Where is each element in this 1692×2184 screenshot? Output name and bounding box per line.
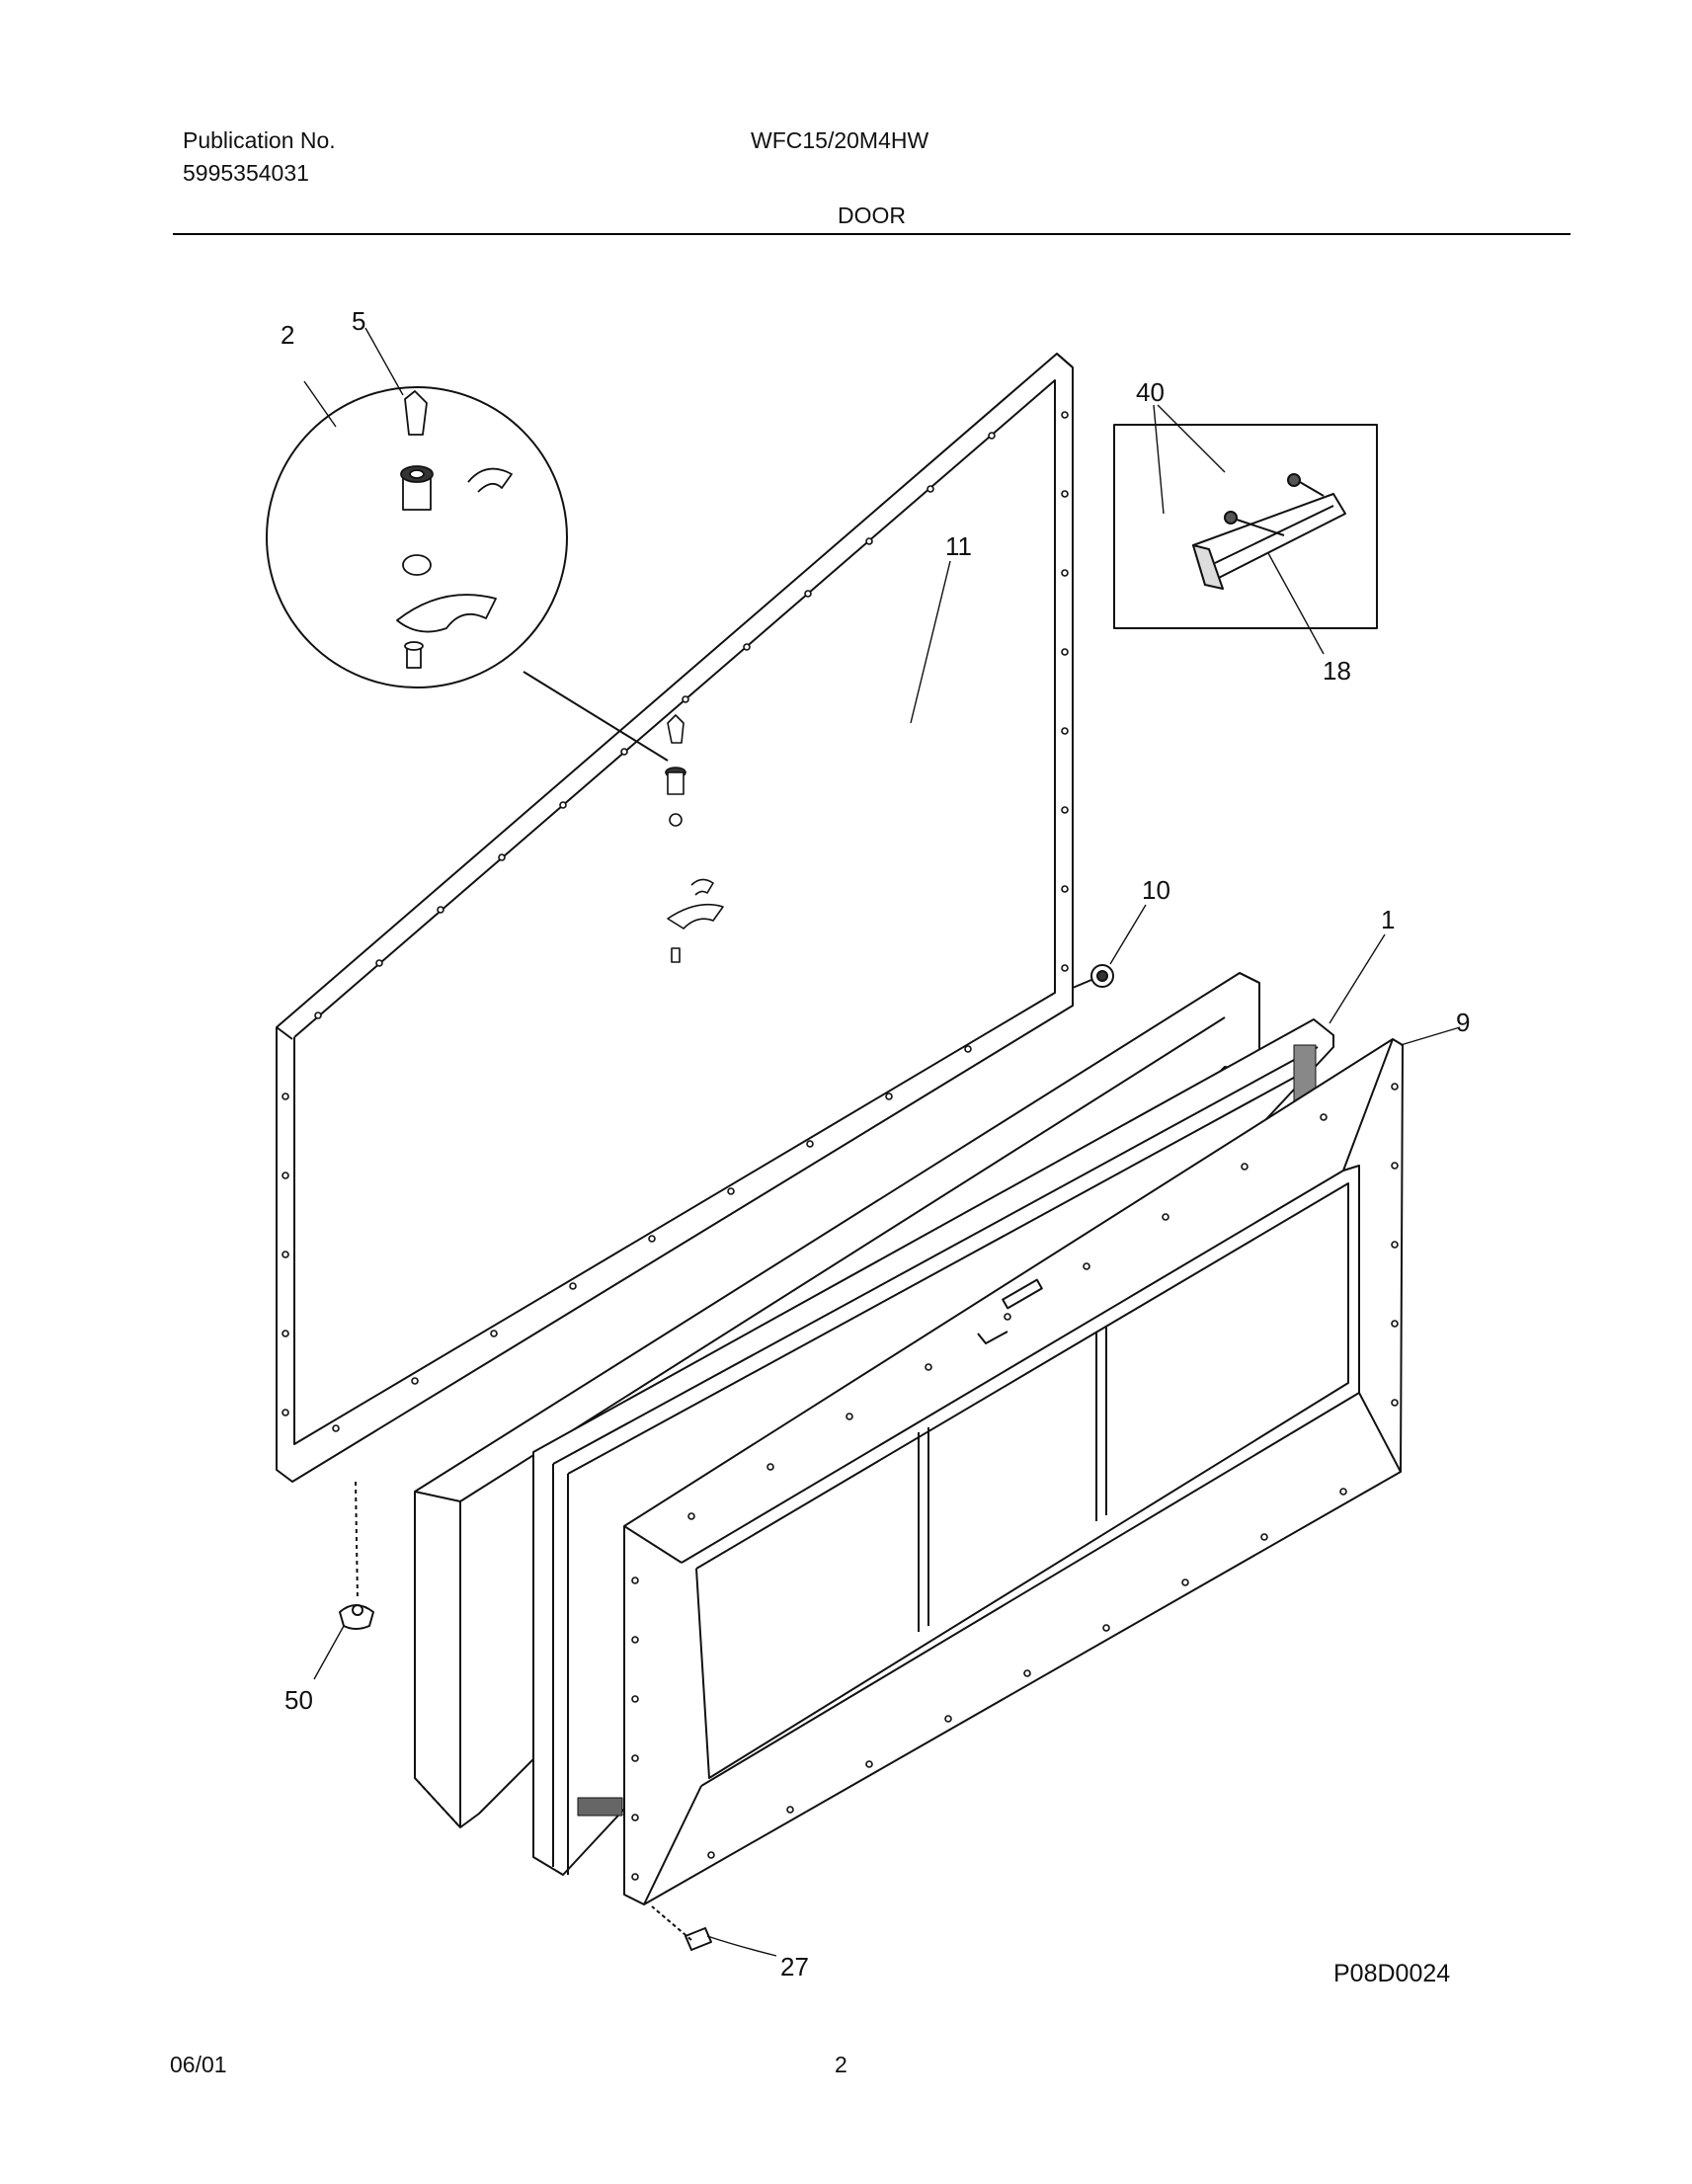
callout-40: 40 — [1136, 377, 1165, 407]
publication-label: Publication No. — [183, 127, 336, 153]
hinge-assembly — [665, 714, 724, 963]
header-rule — [173, 233, 1571, 235]
page-number: 2 — [835, 2052, 847, 2077]
part-10-grommet — [1072, 964, 1114, 989]
callout-27: 27 — [780, 1952, 809, 1982]
model-number: WFC15/20M4HW — [751, 127, 929, 153]
leader-lines — [303, 327, 1461, 1957]
callout-2: 2 — [281, 320, 294, 350]
callout-1: 1 — [1381, 905, 1395, 934]
publication-number: 5995354031 — [183, 160, 309, 186]
callout-50: 50 — [284, 1685, 313, 1715]
hinge-detail-circle — [266, 386, 669, 762]
callout-labels: 5 2 11 40 18 10 1 9 50 27 — [281, 306, 1470, 1982]
handle-detail-box — [1113, 424, 1378, 629]
callout-10: 10 — [1142, 875, 1170, 905]
callout-9: 9 — [1456, 1008, 1470, 1037]
part-27-screw — [651, 1905, 712, 1951]
diagram-code: P08D0024 — [1333, 1960, 1451, 1987]
callout-5: 5 — [352, 306, 365, 336]
callout-18: 18 — [1323, 656, 1351, 686]
callout-11: 11 — [945, 531, 972, 561]
part-9-outer-panel — [623, 1038, 1404, 1905]
part-50-clip — [339, 1481, 374, 1630]
section-title: DOOR — [838, 202, 906, 228]
footer-date: 06/01 — [170, 2052, 227, 2077]
